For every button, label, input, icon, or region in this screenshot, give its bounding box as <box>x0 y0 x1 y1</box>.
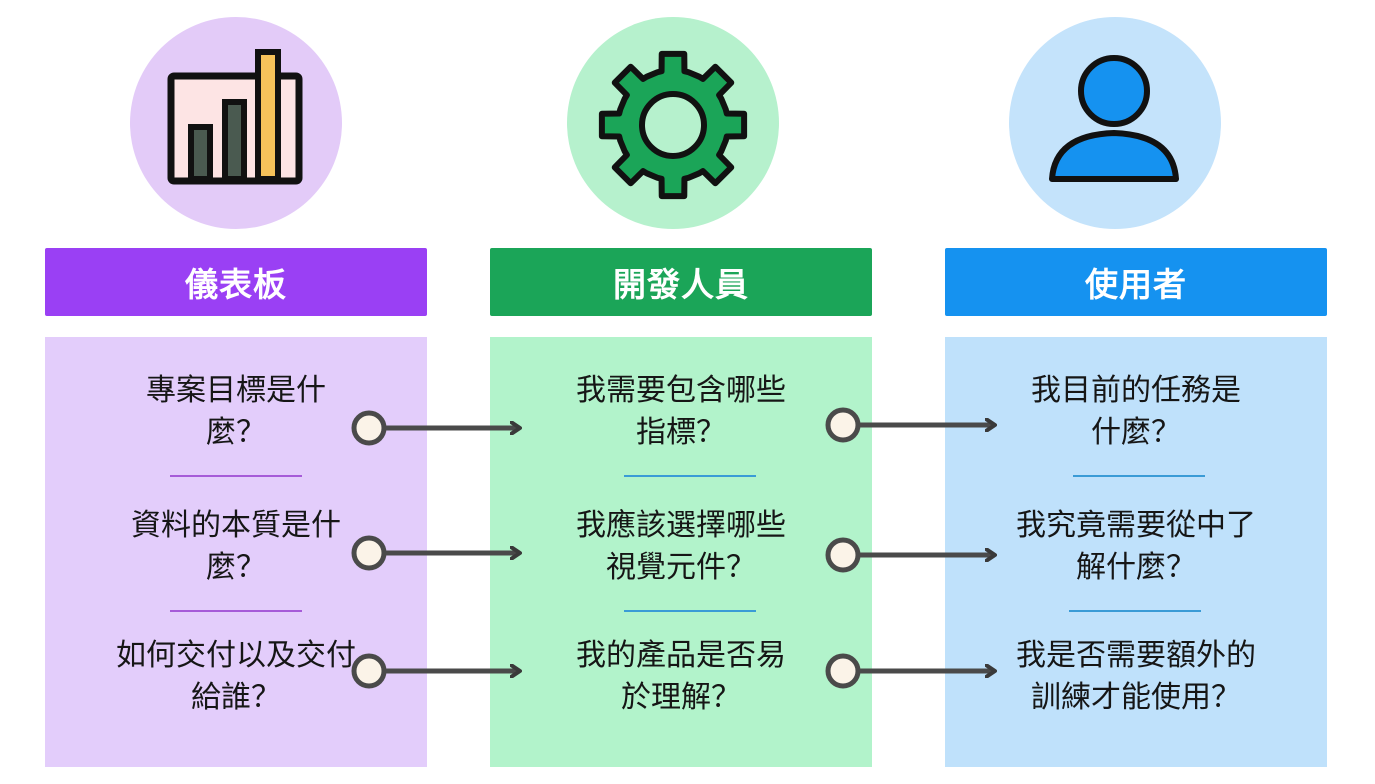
divider <box>1069 610 1201 612</box>
divider <box>624 475 756 477</box>
divider <box>1073 475 1205 477</box>
developer-question-1: 我需要包含哪些 指標？ <box>576 373 786 450</box>
developer-icon-circle <box>567 17 779 229</box>
user-icon <box>1049 55 1179 182</box>
user-header: 使用者 <box>945 248 1327 316</box>
developer-question-3: 我的產品是否易 於理解？ <box>576 638 786 715</box>
dashboard-question-1: 專案目標是什 麼？ <box>146 373 326 450</box>
developer-question-2: 我應該選擇哪些 視覺元件？ <box>576 508 786 585</box>
user-question-1: 我目前的任務是 什麼？ <box>1031 373 1241 450</box>
gear-icon <box>598 50 748 200</box>
user-icon-circle <box>1009 17 1221 229</box>
dashboard-question-2: 資料的本質是什 麼？ <box>131 508 341 585</box>
user-question-3: 我是否需要額外的 訓練才能使用？ <box>1016 638 1256 715</box>
dashboard-question-3: 如何交付以及交付 給誰？ <box>116 638 356 715</box>
developer-title: 開發人員 <box>613 265 749 304</box>
dashboard-icon-circle <box>130 17 342 229</box>
bar-chart-icon <box>167 49 303 185</box>
divider <box>624 610 756 612</box>
divider <box>170 610 302 612</box>
dashboard-title: 儀表板 <box>185 265 287 304</box>
divider <box>170 475 302 477</box>
developer-panel: 我需要包含哪些 指標？ 我應該選擇哪些 視覺元件？ 我的產品是否易 於理解？ <box>490 337 872 767</box>
user-title: 使用者 <box>1085 265 1187 304</box>
dashboard-header: 儀表板 <box>45 248 427 316</box>
user-question-2: 我究竟需要從中了 解什麼？ <box>1016 508 1256 585</box>
user-panel: 我目前的任務是 什麼？ 我究竟需要從中了 解什麼？ 我是否需要額外的 訓練才能使… <box>945 337 1327 767</box>
developer-header: 開發人員 <box>490 248 872 316</box>
dashboard-panel: 專案目標是什 麼？ 資料的本質是什 麼？ 如何交付以及交付 給誰？ <box>45 337 427 767</box>
